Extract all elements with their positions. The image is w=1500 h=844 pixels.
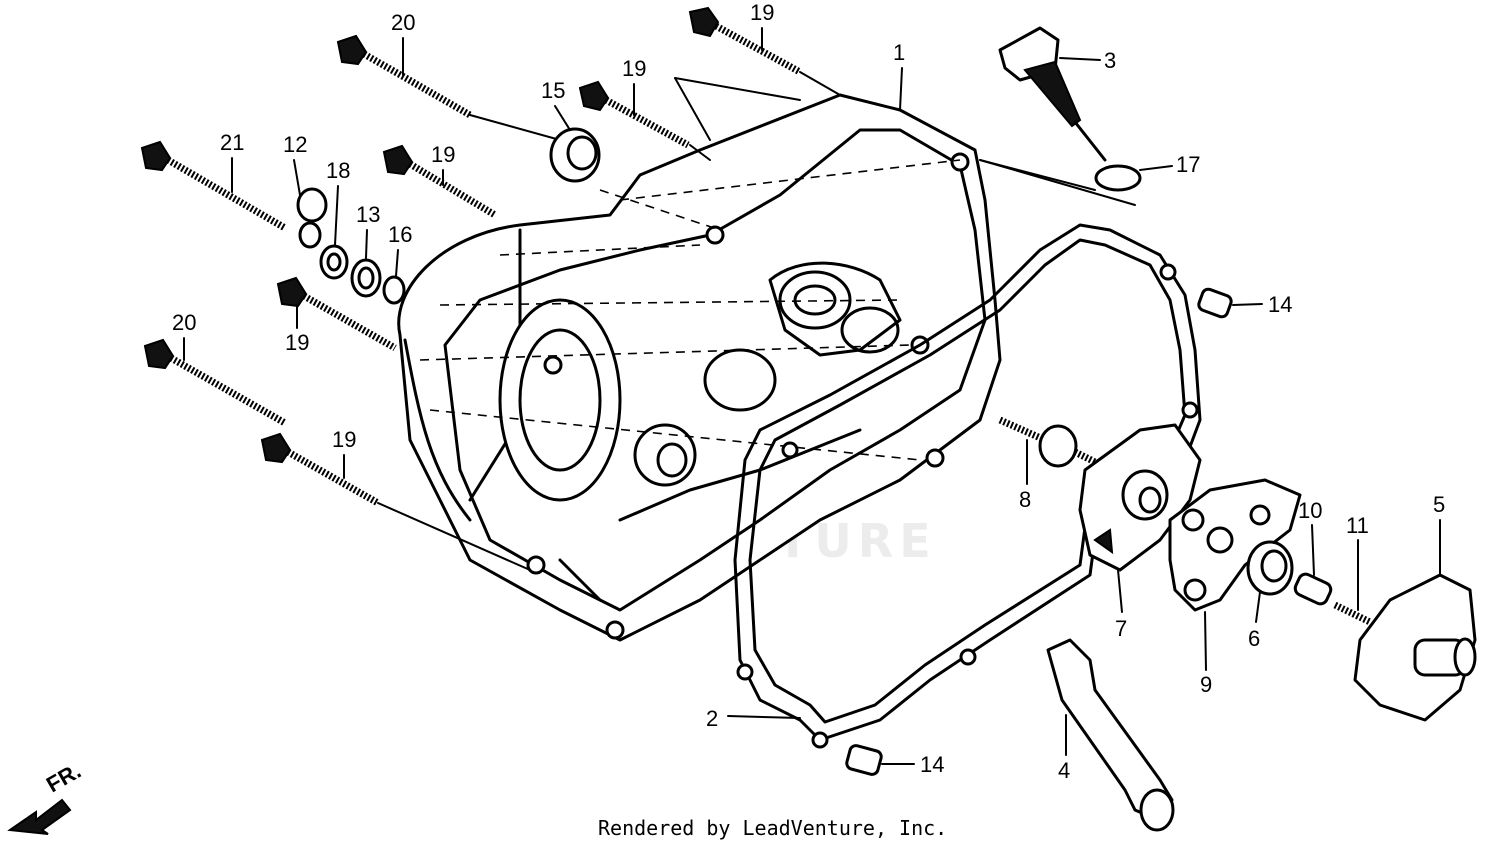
bracket <box>1168 478 1302 612</box>
pin <box>1333 601 1372 626</box>
callout-9: 9 <box>1200 672 1212 697</box>
callout-16: 16 <box>388 222 412 247</box>
callout-3: 3 <box>1104 48 1116 73</box>
callout-11: 11 <box>1346 513 1369 538</box>
callout-5: 5 <box>1433 492 1445 517</box>
callout-10: 10 <box>1298 498 1322 523</box>
callout-17: 17 <box>1176 152 1200 177</box>
crankcase-cover <box>397 93 1002 642</box>
callout-leaders <box>183 27 1441 765</box>
kick-arm <box>1046 638 1175 832</box>
callout-19d: 19 <box>285 330 309 355</box>
kick-shaft <box>998 416 1097 468</box>
alignment-lines <box>419 159 961 461</box>
collar <box>1293 572 1333 606</box>
small-fittings <box>296 187 406 305</box>
callout-20b: 20 <box>172 310 196 335</box>
footer-credit: Rendered by LeadVenture, Inc. <box>598 816 947 840</box>
o-ring <box>1094 164 1142 192</box>
callout-19a: 19 <box>750 0 774 25</box>
oil-filler-cap <box>998 26 1107 162</box>
callout-14b: 14 <box>920 752 944 777</box>
callout-4: 4 <box>1058 758 1070 783</box>
front-label: FR. <box>42 758 85 797</box>
callout-20a: 20 <box>391 10 415 35</box>
seal-ring <box>1246 540 1294 596</box>
pump-plate <box>1078 423 1202 572</box>
callout-6: 6 <box>1248 626 1260 651</box>
callout-labels: 1 2 3 4 5 6 7 8 9 10 11 12 13 14 14 15 1… <box>172 0 1445 783</box>
callout-12: 12 <box>283 132 307 157</box>
callout-7: 7 <box>1115 616 1127 641</box>
callout-14a: 14 <box>1268 292 1292 317</box>
dowel-pins <box>845 287 1233 776</box>
oil-seal <box>549 127 601 183</box>
callout-8: 8 <box>1019 487 1031 512</box>
callout-21: 21 <box>220 130 244 155</box>
callout-19b: 19 <box>622 56 646 81</box>
callout-19e: 19 <box>332 427 356 452</box>
callout-1: 1 <box>893 40 905 65</box>
callout-18: 18 <box>326 158 350 183</box>
pump-body <box>1353 573 1477 722</box>
front-arrow <box>7 798 72 835</box>
callout-15: 15 <box>541 78 565 103</box>
callout-13: 13 <box>356 202 380 227</box>
callout-2: 2 <box>706 706 718 731</box>
callout-19c: 19 <box>431 142 455 167</box>
flange-bolts <box>140 6 841 571</box>
